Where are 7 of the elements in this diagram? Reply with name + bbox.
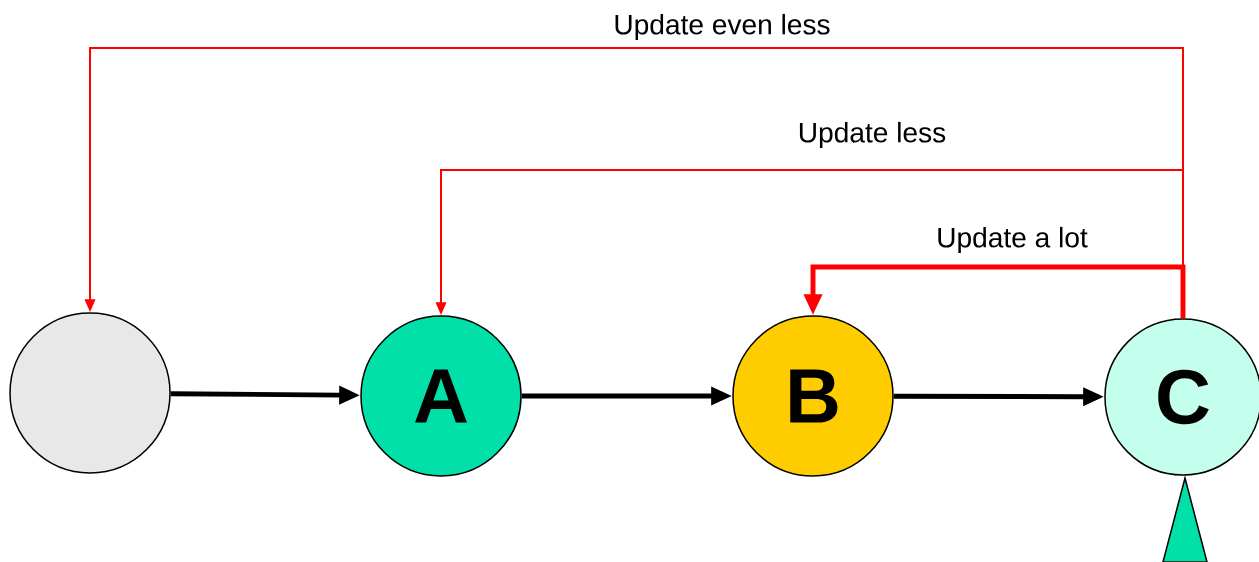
circle-node: A xyxy=(360,315,522,477)
edge-label: Update less xyxy=(795,119,949,151)
circle-node: B xyxy=(732,315,894,477)
edge-label: Update even less xyxy=(611,11,833,43)
circle-node: C xyxy=(1104,318,1259,476)
circle-node xyxy=(9,312,171,474)
edge-label: Update a lot xyxy=(933,224,1091,256)
